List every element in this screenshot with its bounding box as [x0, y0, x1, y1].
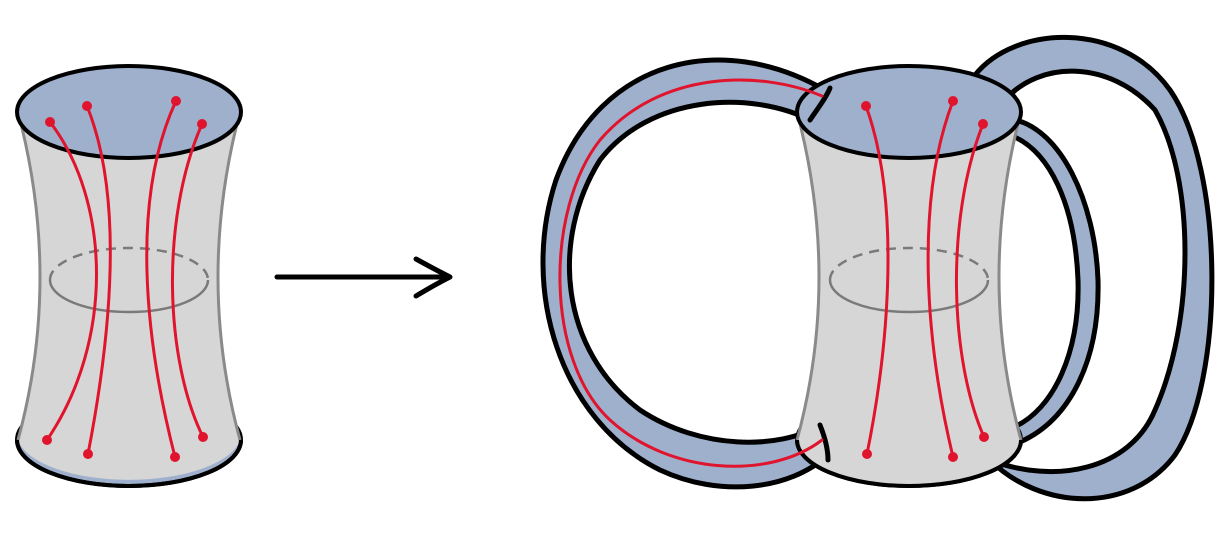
right-neck-outline-left [795, 111, 821, 441]
left-neck-outline-right [216, 111, 242, 441]
right-waist-front [828, 279, 990, 314]
left-string-4 [170, 122, 205, 439]
right-string-1 [864, 104, 890, 456]
left-cylinder [15, 64, 243, 488]
left-neck-outline-left [16, 111, 42, 441]
left-string-1 [45, 120, 98, 442]
arrow-head [413, 256, 453, 299]
left-waist-back [48, 246, 210, 281]
right-arrow [274, 256, 453, 299]
right-string-handle [558, 78, 824, 468]
right-string-endpoints [861, 96, 989, 462]
left-waist-front [48, 279, 210, 314]
right-top-cap [795, 64, 1023, 160]
left-bottom-cap-front-edge [15, 439, 243, 488]
right-neck-surface [797, 112, 1021, 486]
right-string-3 [954, 122, 986, 439]
left-handle-bottom-join [817, 422, 831, 463]
right-neck-outline-right [997, 111, 1023, 441]
left-string-endpoints [42, 96, 208, 462]
right-waist-back [828, 246, 990, 281]
left-strings [45, 99, 205, 459]
left-handle [540, 57, 831, 490]
left-string-3 [145, 99, 178, 459]
right-string-2 [926, 99, 955, 459]
right-bottom-cap-front-edge [795, 439, 1023, 488]
left-string-2 [85, 104, 112, 456]
right-figure [540, 35, 1215, 502]
right-strings [558, 78, 986, 468]
left-neck-surface [18, 112, 240, 480]
right-inner-handle [1007, 117, 1101, 445]
left-handle-top-join [807, 85, 833, 123]
left-top-cap [15, 64, 243, 160]
